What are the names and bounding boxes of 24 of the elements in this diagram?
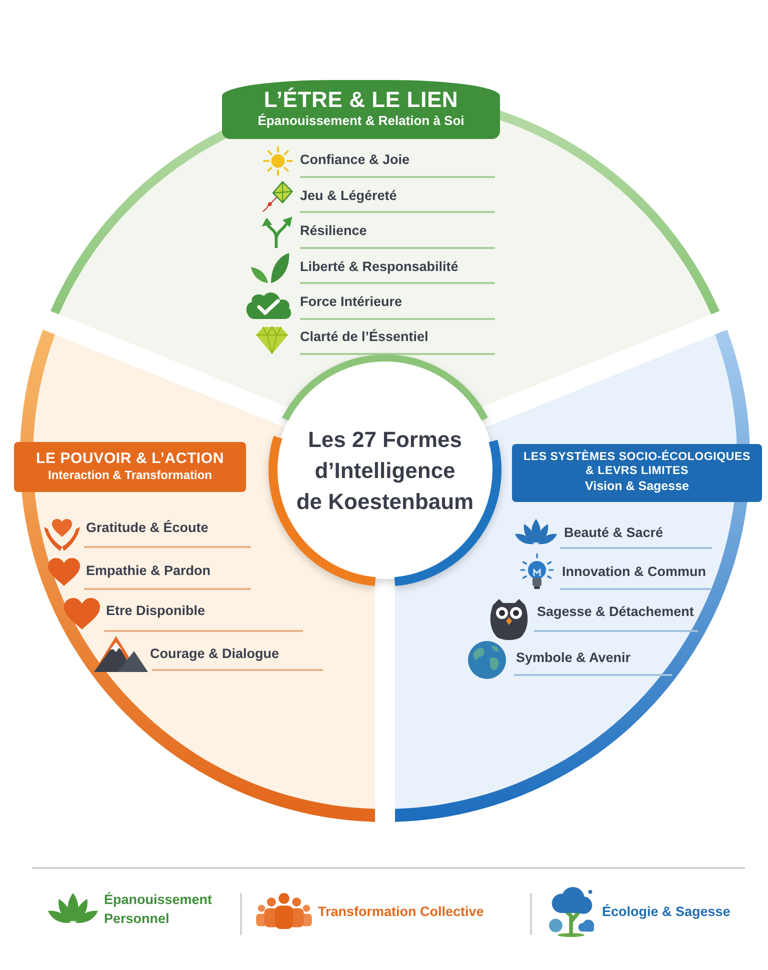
legend-label: Écologie & Sagesse [602, 903, 732, 921]
item-label: Liberté & Responsabilité [300, 258, 458, 275]
center-title: Les 27 Formes d’Intelligence de Koestenbaum [296, 426, 474, 516]
item-label: Innovation & Commun [562, 563, 706, 580]
item-label: Sagesse & Détachement [537, 603, 694, 620]
sector-heading: LES SYSTÈMES SOCIO-ÉCOLOGIQUES & LEVRS LIMITES [523, 451, 751, 479]
item-label: Gratitude & Écoute [86, 519, 208, 536]
sector-subtitle: Vision & Sagesse [584, 478, 690, 494]
item-label: Résilience [300, 222, 367, 239]
item-label: Symbole & Avenir [516, 649, 631, 666]
legend-label: Épanouissement Personnel [104, 891, 214, 928]
sector-heading: LE POUVOIR & L’ACTION [36, 450, 224, 468]
sector-heading: L’ÉTRE & LE LIEN [263, 87, 459, 114]
item-label: Jeu & Légéreté [300, 187, 397, 204]
sector-subtitle: Épanouissement & Relation à Soi [257, 113, 465, 130]
item-label: Courage & Dialogue [150, 645, 280, 662]
item-label: Force Intérieure [300, 293, 402, 310]
item-label: Etre Disponible [106, 602, 206, 619]
legend-label: Transformation Collective [318, 903, 485, 921]
item-label: Empathie & Pardon [86, 562, 211, 579]
item-label: Confiance & Joie [300, 151, 410, 168]
item-label: Clarté de l’Éssentiel [300, 328, 428, 345]
item-label: Beauté & Sacré [564, 524, 664, 541]
sector-subtitle: Interaction & Transformation [47, 468, 213, 483]
